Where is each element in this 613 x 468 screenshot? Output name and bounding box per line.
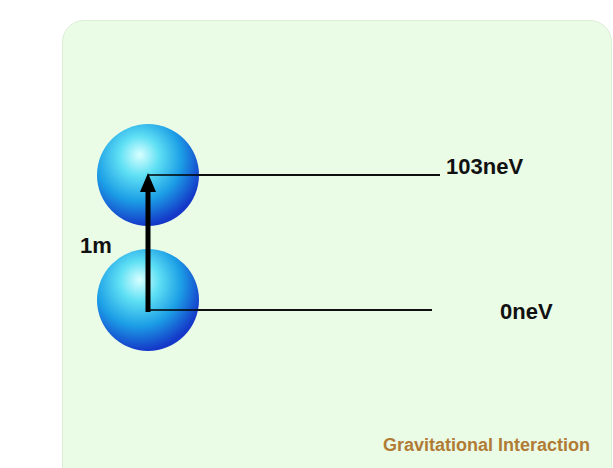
energy-label: 103neV: [446, 154, 523, 179]
level-line: [148, 309, 432, 310]
caption: Gravitational Interaction: [383, 435, 590, 456]
level-line: [148, 174, 440, 175]
energy-label: 0neV: [500, 299, 553, 324]
level-line: [148, 174, 440, 175]
distance-label: 1m: [80, 233, 112, 258]
height-arrow: [146, 190, 151, 312]
arrow-head: [140, 173, 156, 192]
level-line: [148, 309, 432, 310]
background-panel: [62, 20, 612, 468]
